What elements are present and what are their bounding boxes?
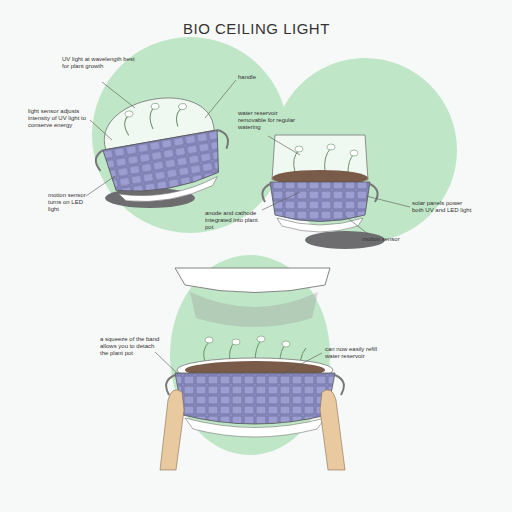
callout-label: anode and cathode integrated into plant … <box>205 210 263 232</box>
callout-label: a squeeze of the band allows you to deta… <box>100 336 162 358</box>
callout-label: handle <box>238 74 278 81</box>
callout-label: motion sensor turns on LED light <box>48 192 92 214</box>
callout-label: water reservoir removable for regular wa… <box>238 110 304 132</box>
title: BIO CEILING LIGHT <box>183 20 330 37</box>
callout-label: motion sensor <box>362 236 412 243</box>
callout-label: can now easily refill water reservoir <box>325 346 391 360</box>
callout-label: light sensor adjusts intensity of UV lig… <box>28 108 92 130</box>
callout-label: solar panels power both UV and LED light <box>412 200 474 214</box>
callout-label: UV light at wavelength best for plant gr… <box>62 56 142 70</box>
